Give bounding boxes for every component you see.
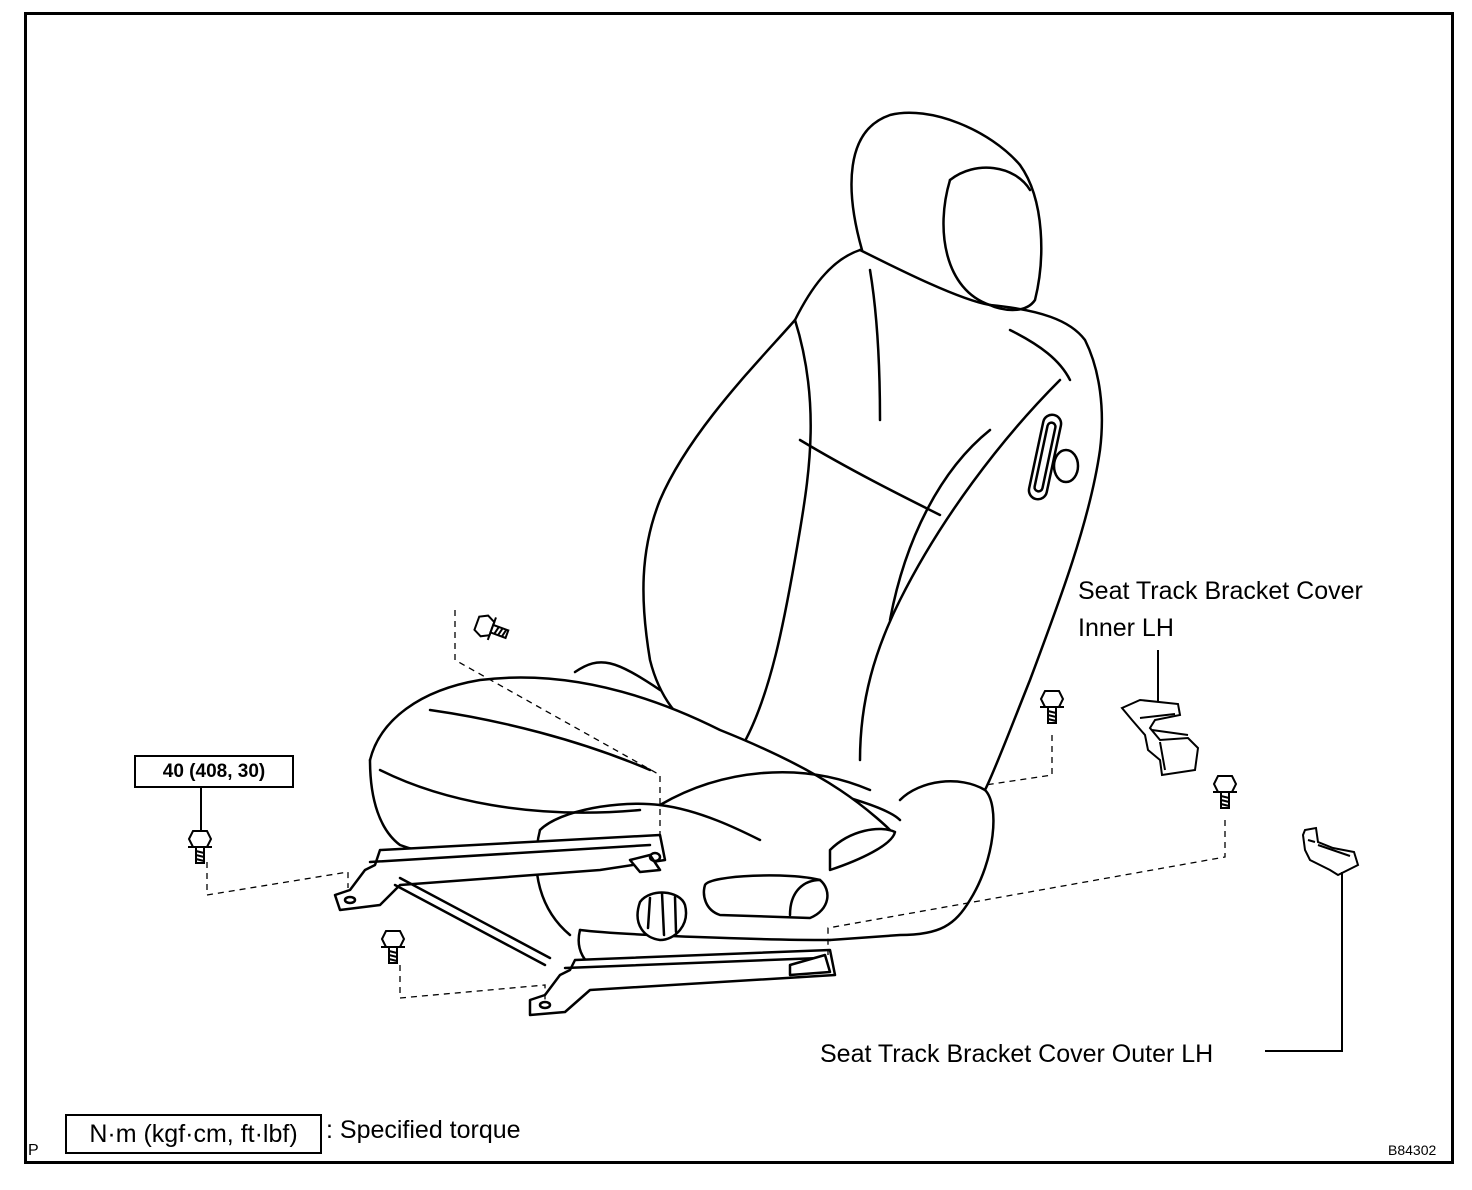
legend-units: N·m (kgf·cm, ft·lbf) [89,1119,298,1148]
seat-tracks [333,833,837,1017]
alignment-guides [206,610,1226,1000]
legend-description: : Specified torque [326,1116,521,1144]
leader-lines [200,650,1343,1052]
legend-units-box: N·m (kgf·cm, ft·lbf) [65,1114,322,1154]
bracket-cover-icon [1120,698,1360,877]
corner-mark: P [28,1142,39,1159]
callout-inner-line2: Inner LH [1078,614,1174,642]
callout-inner-line1: Seat Track Bracket Cover [1078,577,1363,605]
callout-outer: Seat Track Bracket Cover Outer LH [820,1040,1214,1068]
torque-value: 40 (408, 30) [162,760,266,782]
figure-id: B84302 [1388,1142,1437,1158]
bolt-icon [187,614,1238,964]
headrest [850,111,1043,312]
torque-spec-box: 40 (408, 30) [134,755,294,788]
